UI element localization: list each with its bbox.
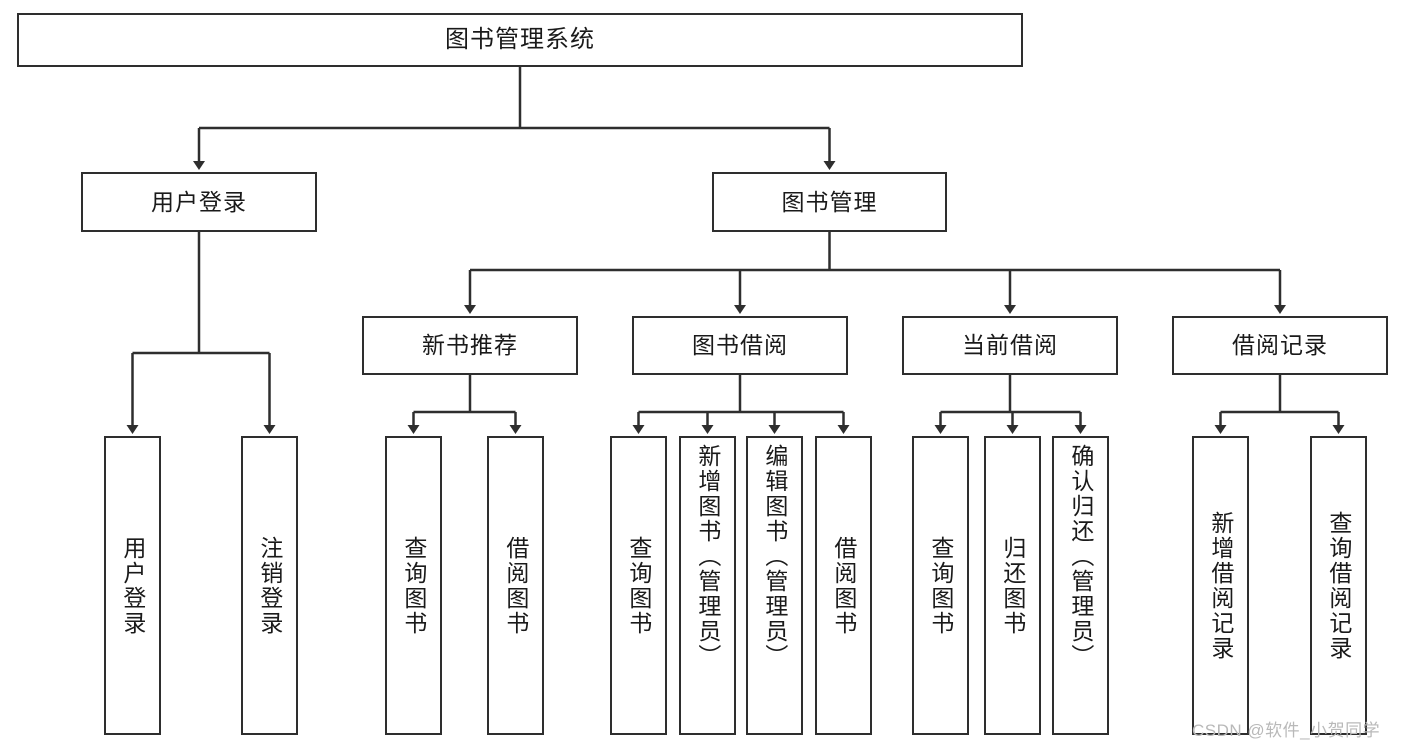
node-leaf-add-book[interactable]: 新增图书（管理员） <box>679 436 736 735</box>
node-leaf-add-record[interactable]: 新增借阅记录 <box>1192 436 1249 735</box>
node-label: 借阅图书 <box>830 535 857 636</box>
node-leaf-borrow-book-2[interactable]: 借阅图书 <box>815 436 872 735</box>
node-label: 新增图书（管理员） <box>694 444 721 669</box>
node-leaf-edit-book[interactable]: 编辑图书（管理员） <box>746 436 803 735</box>
node-leaf-user-login[interactable]: 用户登录 <box>104 436 161 735</box>
node-label: 借阅图书 <box>502 535 529 636</box>
node-label: 借阅记录 <box>1232 332 1328 358</box>
node-leaf-query-book-3[interactable]: 查询图书 <box>912 436 969 735</box>
node-new-book-rec[interactable]: 新书推荐 <box>362 316 578 375</box>
node-leaf-query-book-2[interactable]: 查询图书 <box>610 436 667 735</box>
node-book-manage[interactable]: 图书管理 <box>712 172 947 232</box>
node-label: 图书借阅 <box>692 332 788 358</box>
node-label: 注销登录 <box>256 535 283 636</box>
node-leaf-query-book-1[interactable]: 查询图书 <box>385 436 442 735</box>
node-label: 用户登录 <box>151 188 247 215</box>
node-label: 查询图书 <box>400 535 427 636</box>
node-leaf-logout[interactable]: 注销登录 <box>241 436 298 735</box>
node-root[interactable]: 图书管理系统 <box>17 13 1023 67</box>
node-label: 查询借阅记录 <box>1325 510 1352 661</box>
node-label: 查询图书 <box>625 535 652 636</box>
node-label: 当前借阅 <box>962 332 1058 358</box>
node-leaf-query-record[interactable]: 查询借阅记录 <box>1310 436 1367 735</box>
node-label: 新增借阅记录 <box>1207 510 1234 661</box>
node-leaf-return-book[interactable]: 归还图书 <box>984 436 1041 735</box>
node-book-borrow[interactable]: 图书借阅 <box>632 316 848 375</box>
node-label: 编辑图书（管理员） <box>761 444 788 669</box>
node-label: 确认归还（管理员） <box>1067 444 1094 669</box>
node-user-login[interactable]: 用户登录 <box>81 172 317 232</box>
node-leaf-confirm-return[interactable]: 确认归还（管理员） <box>1052 436 1109 735</box>
node-label: 图书管理系统 <box>445 26 595 53</box>
node-label: 查询图书 <box>927 535 954 636</box>
node-label: 新书推荐 <box>422 332 518 358</box>
node-label: 用户登录 <box>119 535 146 636</box>
node-borrow-record[interactable]: 借阅记录 <box>1172 316 1388 375</box>
node-label: 归还图书 <box>999 535 1026 636</box>
node-leaf-borrow-book-1[interactable]: 借阅图书 <box>487 436 544 735</box>
node-label: 图书管理 <box>781 188 878 215</box>
node-current-borrow[interactable]: 当前借阅 <box>902 316 1118 375</box>
